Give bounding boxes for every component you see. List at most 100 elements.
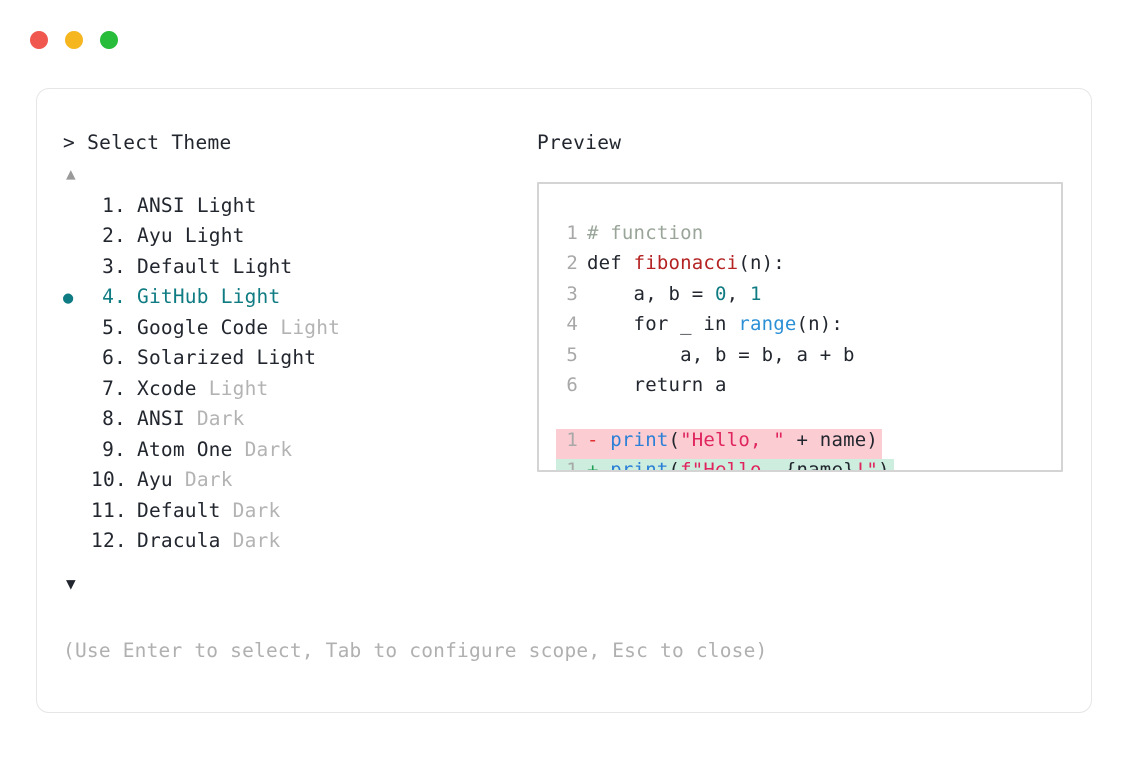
code-token: , — [726, 282, 750, 305]
selected-bullet-icon: ● — [63, 288, 74, 308]
theme-item-index: 10. — [91, 468, 127, 491]
picker-title: Select Theme — [87, 131, 232, 154]
bullet-placeholder — [63, 197, 91, 217]
window-minimize-button[interactable] — [65, 31, 83, 49]
code-token: + name) — [784, 428, 879, 451]
theme-item-variant: Light — [196, 193, 257, 217]
theme-list-item[interactable]: 7. Xcode Light — [63, 377, 533, 408]
bullet-placeholder — [63, 471, 91, 491]
code-token: for _ in — [587, 313, 739, 335]
code-token: def — [587, 252, 634, 274]
theme-item-index: 5. — [102, 315, 126, 339]
code-token: return a — [587, 374, 727, 396]
code-token: ( — [668, 428, 681, 451]
code-token: # function — [587, 221, 704, 244]
code-token: "Hello, " — [680, 428, 785, 451]
bullet-placeholder — [63, 532, 91, 552]
theme-item-name: Default — [137, 498, 221, 522]
theme-item-name: GitHub — [137, 285, 209, 308]
diff-line-text: print("Hello, " + name) — [610, 429, 878, 451]
theme-item-name: Ayu — [137, 224, 173, 247]
diff-sign: - — [587, 428, 611, 451]
theme-item-variant: Light — [232, 254, 293, 278]
theme-item-name: Xcode — [137, 376, 197, 400]
code-token: {name} — [784, 459, 855, 472]
theme-item-index: 8. — [102, 407, 126, 430]
line-number: 4 — [566, 313, 578, 335]
theme-item-name: Atom One — [137, 437, 233, 461]
code-token: (n): — [738, 252, 785, 274]
diff-added-line: 1+ print(f"Hello, {name}!") — [556, 459, 894, 472]
keyboard-hint: (Use Enter to select, Tab to configure s… — [63, 639, 768, 662]
picker-title-row: > Select Theme — [63, 133, 533, 153]
code-line-text: return a — [587, 374, 727, 396]
theme-item-index: 12. — [91, 529, 127, 552]
theme-item-variant: Dark — [232, 498, 281, 522]
code-token: a, b = — [587, 282, 716, 305]
theme-list-item[interactable]: 1. ANSI Light — [63, 194, 533, 225]
code-line-text: def fibonacci(n): — [587, 252, 785, 274]
theme-item-name: Dracula — [137, 529, 221, 552]
theme-item-name: Solarized — [137, 346, 245, 369]
theme-item-index: 11. — [91, 498, 127, 522]
code-token: print — [610, 428, 669, 451]
theme-item-index: 2. — [102, 224, 126, 247]
code-line-text: # function — [587, 222, 703, 244]
theme-list-item[interactable]: 8. ANSI Dark — [63, 407, 533, 438]
theme-list-item[interactable]: 2. Ayu Light — [63, 224, 533, 255]
theme-item-name: Default — [137, 254, 221, 278]
code-token: ( — [668, 459, 681, 472]
window-close-button[interactable] — [30, 31, 48, 49]
bullet-placeholder — [63, 227, 91, 247]
code-line-text: for _ in range(n): — [587, 313, 843, 335]
theme-list-item[interactable]: 12. Dracula Dark — [63, 529, 533, 560]
prompt-caret-icon: > — [63, 131, 76, 154]
theme-item-variant: Light — [256, 346, 317, 369]
scroll-down-icon[interactable]: ▼ — [66, 573, 76, 593]
code-line: 5 a, b = b, a + b — [556, 344, 1061, 375]
code-token: 0 — [715, 282, 727, 305]
diff-sign: + — [587, 459, 611, 472]
window-maximize-button[interactable] — [100, 31, 118, 49]
theme-item-index: 1. — [102, 193, 126, 217]
code-token: ) — [878, 459, 890, 472]
code-line: 4 for _ in range(n): — [556, 313, 1061, 344]
line-number: 5 — [566, 343, 578, 366]
line-number: 3 — [566, 282, 578, 305]
theme-item-variant: Dark — [232, 529, 281, 552]
theme-list-item[interactable]: 11. Default Dark — [63, 499, 533, 530]
bullet-placeholder — [63, 349, 91, 369]
theme-item-variant: Light — [184, 224, 245, 247]
scroll-up-icon[interactable]: ▲ — [66, 163, 76, 183]
window-controls — [30, 31, 118, 49]
theme-item-variant: Light — [208, 376, 269, 400]
theme-item-name: Google Code — [137, 315, 269, 339]
bullet-placeholder — [63, 380, 91, 400]
code-token: 1 — [749, 282, 762, 305]
code-token: range — [738, 313, 797, 335]
theme-item-index: 9. — [102, 437, 126, 461]
preview-label: Preview — [537, 131, 622, 154]
theme-item-name: ANSI — [137, 407, 185, 430]
code-token: print — [610, 459, 669, 472]
theme-item-variant: Dark — [184, 468, 233, 491]
code-token: fibonacci — [633, 252, 739, 274]
line-number: 1 — [566, 428, 578, 451]
bullet-placeholder — [63, 410, 91, 430]
theme-item-variant: Dark — [196, 407, 245, 430]
theme-item-index: 7. — [102, 376, 126, 400]
theme-item-name: ANSI — [137, 193, 185, 217]
code-token: (n): — [796, 313, 844, 335]
